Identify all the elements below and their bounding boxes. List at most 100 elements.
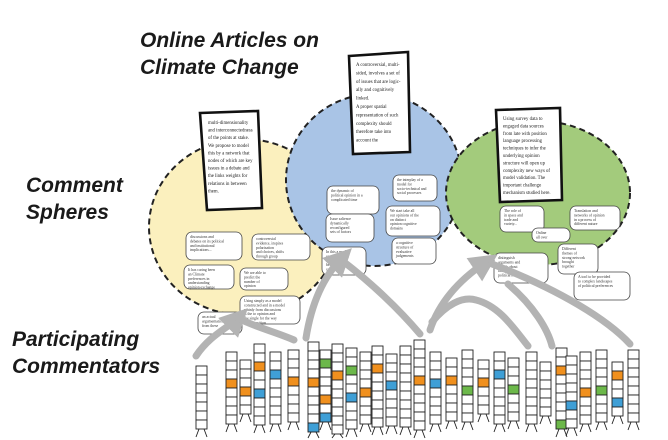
commentator-legs	[385, 425, 398, 435]
opinion-block	[477, 404, 490, 415]
comment-line: the interplay of a	[397, 178, 423, 182]
opinion-block	[555, 401, 568, 412]
opinion-block	[287, 394, 300, 405]
opinion-block	[525, 405, 538, 416]
opinion-block	[595, 349, 608, 360]
article-line: from late with position	[503, 132, 547, 137]
opinion-block	[287, 358, 300, 369]
opinion-block	[319, 403, 332, 414]
opinion-block	[385, 353, 398, 364]
opinion-block	[493, 369, 506, 380]
arrow-left-a	[192, 308, 248, 360]
opinion-block	[345, 347, 358, 358]
opinion-block	[331, 352, 344, 363]
commentator-legs	[525, 423, 538, 433]
opinion-block	[461, 385, 474, 396]
commentator-figure	[595, 349, 608, 431]
comment-line: implications...	[190, 248, 212, 252]
comment-line: Issue salience	[330, 217, 351, 221]
opinion-block	[565, 373, 578, 384]
opinion-block	[565, 382, 578, 393]
commentator-legs	[225, 423, 238, 433]
opinion-block	[611, 370, 624, 381]
opinion-block	[627, 385, 640, 396]
commentator-legs	[477, 413, 490, 423]
opinion-block	[579, 369, 592, 380]
opinion-block	[445, 411, 458, 422]
opinion-block	[565, 400, 578, 411]
commentator-legs	[627, 421, 640, 431]
commentator-figure	[493, 351, 506, 433]
opinion-block	[359, 369, 372, 380]
opinion-block	[595, 358, 608, 369]
opinion-block	[595, 367, 608, 378]
comment-line: all over	[536, 235, 548, 239]
opinion-block	[331, 361, 344, 372]
commentators-label-line-1: Participating	[12, 328, 140, 351]
opinion-block	[595, 394, 608, 405]
opinion-block	[493, 387, 506, 398]
opinion-block	[269, 378, 282, 389]
opinion-block	[319, 412, 332, 423]
article-line: structure will open up	[503, 161, 546, 166]
comment-line: judgements	[395, 254, 414, 258]
comment-line: in space and	[504, 213, 523, 217]
articles-label: Online Articles on Climate Change	[140, 27, 319, 81]
comment-line: evidence, inspires	[256, 241, 284, 246]
article-line: mechanism studied here.	[503, 191, 551, 196]
article-line: complexity new ways of	[503, 169, 550, 174]
opinion-block	[307, 350, 320, 361]
article-doc-middle-text: A controversial, multi-sided, involves a…	[356, 63, 401, 144]
article-line: language processing	[503, 139, 543, 144]
opinion-block	[371, 381, 384, 392]
articles-label-line-1: Online Articles on	[140, 29, 319, 52]
arrow-right-b	[488, 260, 634, 348]
opinion-block	[385, 362, 398, 373]
comment-line: opinion exchange	[188, 286, 215, 290]
opinion-block	[307, 422, 320, 433]
commentator-legs	[507, 420, 520, 430]
article-line: model validation. The	[503, 176, 545, 181]
comment-line: Translation and	[574, 209, 598, 213]
opinion-block	[595, 412, 608, 423]
opinion-block	[253, 406, 266, 417]
article-line: representation of such	[356, 113, 399, 118]
comment-line: In this a model	[326, 250, 349, 254]
opinion-block	[507, 402, 520, 413]
opinion-block	[627, 358, 640, 369]
opinion-block	[287, 385, 300, 396]
comment-line: socio-technical and	[397, 187, 427, 191]
article-line: important challenge	[503, 184, 541, 189]
opinion-block	[461, 403, 474, 414]
opinion-block	[555, 347, 568, 358]
comment-line: to complex landscapes	[578, 279, 613, 283]
comment-note-bubble	[239, 267, 289, 291]
opinion-block	[307, 413, 320, 424]
comment-line: and choices, shifts	[256, 250, 284, 255]
commentator-figure	[555, 347, 568, 438]
opinion-block	[579, 378, 592, 389]
commentator-figure	[319, 349, 332, 431]
opinion-block	[287, 403, 300, 414]
comment-line: and institutional	[190, 244, 215, 248]
comment-line: discussions and	[190, 235, 214, 239]
opinion-block	[413, 393, 426, 404]
opinion-block	[345, 374, 358, 385]
article-line: A proper spatial	[356, 105, 387, 110]
opinion-block	[307, 386, 320, 397]
comment-note-bubble	[325, 213, 375, 243]
opinion-block	[539, 361, 552, 372]
